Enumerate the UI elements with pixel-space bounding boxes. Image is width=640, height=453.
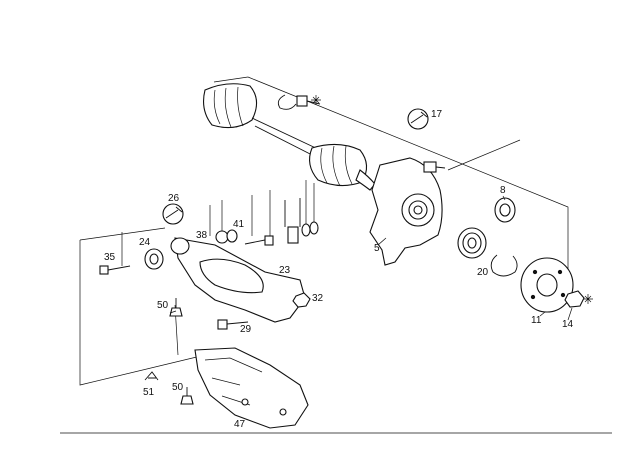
label-17: 17 bbox=[431, 109, 443, 120]
wrench-symbol-icon bbox=[407, 108, 429, 130]
assembly-frame bbox=[60, 76, 612, 434]
label-20: 20 bbox=[477, 267, 489, 278]
under-shield bbox=[194, 347, 309, 429]
circlip-20 bbox=[490, 254, 518, 277]
label-47: 47 bbox=[234, 419, 246, 430]
bushing-8 bbox=[494, 197, 516, 223]
label-35: 35 bbox=[104, 252, 116, 263]
label-11: 11 bbox=[531, 315, 542, 326]
wrench-symbol-icon bbox=[162, 203, 184, 225]
control-arm bbox=[170, 237, 306, 323]
label-14: 14 bbox=[562, 319, 574, 330]
leader-lines bbox=[169, 195, 573, 321]
wheel-hub bbox=[520, 257, 574, 313]
washer-41 bbox=[226, 229, 238, 243]
clip-51 bbox=[144, 371, 159, 381]
bushing-24 bbox=[144, 248, 164, 270]
drive-shaft bbox=[203, 83, 376, 191]
label-38: 38 bbox=[196, 230, 208, 241]
nut-32 bbox=[292, 292, 311, 308]
label-50-upper: 50 bbox=[157, 300, 169, 311]
label-50-lower: 50 bbox=[172, 382, 184, 393]
label-29: 29 bbox=[240, 324, 252, 335]
link-rod bbox=[284, 198, 319, 244]
bolt-35 bbox=[99, 265, 131, 275]
label-32: 32 bbox=[312, 293, 324, 304]
stud-50-upper bbox=[169, 298, 183, 317]
label-23: 23 bbox=[279, 265, 291, 276]
tighten-symbol-icon bbox=[583, 294, 593, 304]
hub-nut bbox=[564, 290, 585, 308]
label-8: 8 bbox=[500, 185, 506, 196]
label-41: 41 bbox=[233, 219, 245, 230]
hub-carrier bbox=[369, 157, 446, 266]
washer-38 bbox=[215, 230, 229, 244]
bolt-link bbox=[244, 235, 274, 246]
wheel-bearing bbox=[457, 227, 487, 259]
stud-50-lower bbox=[180, 387, 194, 405]
label-26: 26 bbox=[168, 193, 180, 204]
bolt-29 bbox=[217, 319, 249, 330]
tighten-symbol-icon bbox=[311, 95, 321, 105]
label-24: 24 bbox=[139, 237, 151, 248]
label-51: 51 bbox=[143, 387, 155, 398]
label-5: 5 bbox=[374, 243, 380, 254]
